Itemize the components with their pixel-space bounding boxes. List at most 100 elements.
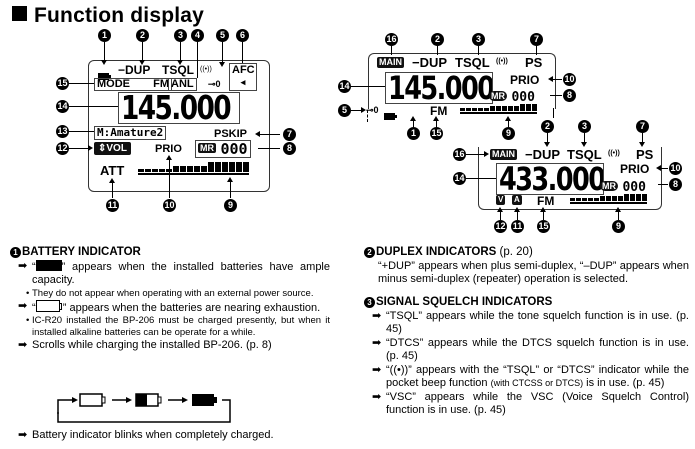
callout-3: 3 bbox=[174, 29, 187, 42]
heading-text: DUPLEX INDICATORS bbox=[376, 246, 497, 258]
item-text: Scrolls while charging the installed BP-… bbox=[32, 339, 272, 351]
callout-12: 12 bbox=[56, 142, 69, 155]
tsql-indicator: TSQL bbox=[455, 55, 490, 70]
battery-indicator bbox=[98, 67, 111, 85]
battery-empty-icon bbox=[79, 393, 103, 407]
item-text: ” appears when the batteries are nearing… bbox=[62, 301, 321, 314]
pocket-beep-indicator: ((•)) bbox=[608, 150, 620, 157]
callout-2: 2 bbox=[541, 120, 554, 133]
item-text: Battery indicator blinks when completely… bbox=[32, 429, 274, 441]
afc-text: AFC bbox=[232, 64, 255, 76]
battery-empty-icon bbox=[35, 299, 62, 312]
callout-1: 1 bbox=[98, 29, 111, 42]
callout-7: 7 bbox=[530, 33, 543, 46]
callout-14: 14 bbox=[338, 80, 351, 93]
channel-number: 000 bbox=[622, 180, 646, 195]
heading-text: BATTERY INDICATOR bbox=[22, 246, 141, 258]
s-meter bbox=[138, 162, 249, 175]
callout-5: 5 bbox=[338, 104, 351, 117]
squelch-item-tsql: ➡“TSQL” appears while the tone squelch f… bbox=[364, 310, 689, 337]
pocket-beep-indicator: ((•)) bbox=[496, 58, 508, 65]
pskip-indicator: PSKIP bbox=[214, 128, 248, 140]
callout-15: 15 bbox=[56, 77, 69, 90]
battery-full-icon bbox=[384, 113, 397, 120]
heading-text: SIGNAL SQUELCH INDICATORS bbox=[376, 296, 553, 308]
section-number: 2 bbox=[364, 247, 375, 258]
battery-item-scroll: ➡Scrolls while charging the installed BP… bbox=[10, 339, 330, 353]
callout-14: 14 bbox=[453, 172, 466, 185]
arrow-bullet-icon: ➡ bbox=[18, 429, 28, 441]
item-text: “VSC” appears while the VSC (Voice Squel… bbox=[386, 390, 689, 417]
callout-8: 8 bbox=[283, 142, 296, 155]
callout-10: 10 bbox=[563, 73, 576, 86]
callout-6: 6 bbox=[236, 29, 249, 42]
mr-channel-box: MR 000 bbox=[489, 88, 535, 106]
callout-10: 10 bbox=[163, 199, 176, 212]
quote-open: “ bbox=[32, 260, 36, 273]
callout-12: 12 bbox=[494, 220, 507, 233]
callout-11: 11 bbox=[106, 199, 119, 212]
note-text: IC-R20 installed the BP-206 must be char… bbox=[32, 315, 330, 338]
item-text-end: is in use. (p. 45) bbox=[583, 377, 665, 389]
frequency-display: 145.000 bbox=[121, 92, 232, 124]
callout-10: 10 bbox=[669, 162, 682, 175]
tsql-indicator: TSQL bbox=[162, 63, 194, 77]
mode-value: FM bbox=[153, 78, 169, 90]
section-number: 1 bbox=[10, 247, 21, 258]
item-text: “DTCS” appears while the DTCS squelch fu… bbox=[386, 336, 689, 363]
callout-13: 13 bbox=[56, 125, 69, 138]
callout-15: 15 bbox=[537, 220, 550, 233]
arrow-bullet-icon: ➡ bbox=[18, 259, 28, 272]
arrow-bullet-icon: ➡ bbox=[372, 363, 382, 376]
callout-9: 9 bbox=[612, 220, 625, 233]
quote-open: “ bbox=[32, 301, 36, 314]
dup-indicator: −DUP bbox=[412, 55, 448, 70]
item-small-text: (with CTCSS or DTCS) bbox=[490, 378, 584, 388]
section-number: 3 bbox=[364, 297, 375, 308]
callout-8: 8 bbox=[563, 89, 576, 102]
channel-number: 000 bbox=[511, 90, 535, 105]
battery-note: •They do not appear when operating with … bbox=[26, 287, 314, 299]
charging-cycle-svg bbox=[57, 393, 231, 423]
callout-16: 16 bbox=[453, 148, 466, 161]
arrow-bullet-icon: ➡ bbox=[372, 390, 382, 403]
key-lock-indicator: ⊸0 bbox=[366, 105, 379, 115]
frequency-box: 145.000 bbox=[118, 92, 240, 124]
callout-5: 5 bbox=[216, 29, 229, 42]
mode-indicator: MODE FM bbox=[94, 78, 172, 91]
callout-8: 8 bbox=[669, 178, 682, 191]
arrow-bullet-icon: ➡ bbox=[372, 309, 382, 322]
arrow-bullet-icon: ➡ bbox=[372, 336, 382, 349]
battery-full-icon bbox=[98, 73, 111, 80]
squelch-item-vsc: ➡ “VSC” appears while the VSC (Voice Sque… bbox=[364, 391, 689, 418]
duplex-text: “+DUP” appears when plus semi-duplex, “–… bbox=[378, 259, 689, 286]
callout-14: 14 bbox=[56, 100, 69, 113]
note-text: They do not appear when operating with a… bbox=[32, 287, 314, 299]
mode-label: MODE bbox=[97, 78, 130, 90]
callout-9: 9 bbox=[502, 127, 515, 140]
frequency-display: 145.000 bbox=[388, 72, 493, 104]
dup-indicator: −DUP bbox=[525, 147, 561, 162]
battery-note: •IC-R20 installed the BP-206 must be cha… bbox=[26, 315, 330, 338]
ps-indicator: PS bbox=[525, 55, 543, 70]
page-title-text: Function display bbox=[34, 4, 205, 27]
item-text: ” appears when the installed batteries h… bbox=[32, 260, 330, 287]
dup-indicator: −DUP bbox=[118, 63, 151, 77]
callout-11: 11 bbox=[511, 220, 524, 233]
callout-3: 3 bbox=[472, 33, 485, 46]
mr-indicator: MR bbox=[600, 181, 618, 191]
battery-item-blink: ➡ Battery indicator blinks when completel… bbox=[10, 429, 330, 443]
anl-indicator: ANL bbox=[168, 78, 197, 91]
battery-item-empty: ➡“ ” appears when the batteries are near… bbox=[10, 299, 330, 316]
title-square-icon bbox=[12, 6, 27, 21]
mr-indicator: MR bbox=[198, 143, 216, 153]
squelch-item-dtcs: ➡ “DTCS” appears while the DTCS squelch f… bbox=[364, 337, 689, 364]
mode-indicator: FM bbox=[430, 104, 448, 118]
speaker-icon: ◂ bbox=[240, 77, 246, 87]
ps-indicator: PS bbox=[636, 147, 654, 162]
